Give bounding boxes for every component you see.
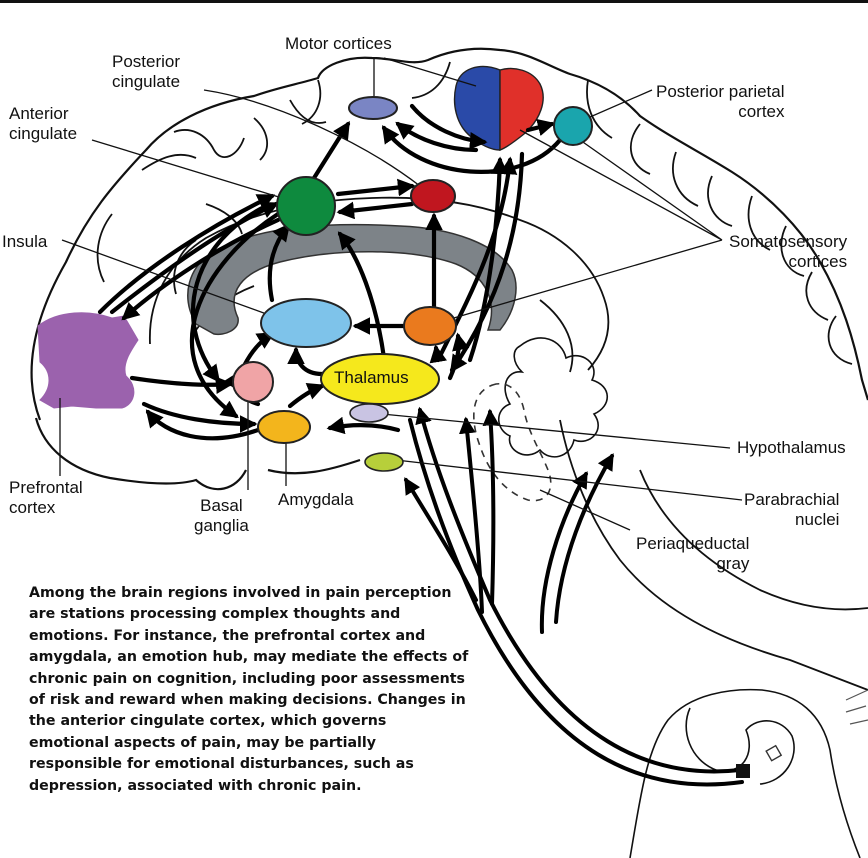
label-amygdala: Amygdala <box>278 490 354 510</box>
label-basal-ganglia: Basal ganglia <box>194 496 249 536</box>
hypothalamus-node[interactable] <box>350 404 388 422</box>
leader-hypothalamus <box>382 414 730 448</box>
posterior-parietal-cortex-node[interactable] <box>554 107 592 145</box>
label-somatosensory-cortices: Somatosensory cortices <box>729 232 847 272</box>
tract-to-pag-2 <box>490 412 493 604</box>
label-posterior-parietal-cortex: Posterior parietal cortex <box>656 82 785 122</box>
label-motor-cortices: Motor cortices <box>285 34 392 54</box>
parabrachial-nuclei-node[interactable] <box>365 453 403 471</box>
dorsal-horn-marker-open <box>766 746 781 761</box>
arrow-amygdala-to-thalamus <box>290 386 322 406</box>
insula-node[interactable] <box>261 299 351 347</box>
arrow-thal-to-soma <box>436 348 438 360</box>
periaqueductal-gray-region <box>474 384 551 501</box>
label-parabrachial-nuclei: Parabrachial nuclei <box>744 490 839 530</box>
arrow-pfc-to-amygdala <box>144 404 254 424</box>
prefrontal-cortex-region <box>38 313 138 408</box>
label-anterior-cingulate: Anterior cingulate <box>9 104 77 144</box>
dorsal-horn-marker <box>736 764 750 778</box>
label-periaqueductal-gray: Periaqueductal gray <box>636 534 749 574</box>
top-border <box>0 0 868 3</box>
motor-cortices-node[interactable] <box>349 97 397 119</box>
arrow-pcc-to-acc <box>340 204 412 212</box>
leader-periaqueductal <box>540 490 630 530</box>
label-prefrontal-cortex: Prefrontal cortex <box>9 478 83 518</box>
basal-ganglia-node[interactable] <box>233 362 273 402</box>
arrow-acc-to-pcc <box>338 186 412 194</box>
caption-text: Among the brain regions involved in pain… <box>29 583 469 797</box>
amygdala-node[interactable] <box>258 411 310 443</box>
anterior-cingulate-node[interactable] <box>277 177 335 235</box>
cerebellum-outline <box>499 338 608 457</box>
label-posterior-cingulate: Posterior cingulate <box>112 52 180 92</box>
leader-anterior-cingulate <box>92 140 282 198</box>
posterior-cingulate-node[interactable] <box>411 180 455 212</box>
arrow-hypo-to-amygdala <box>330 425 398 430</box>
spinal-cord-fibers <box>846 690 868 724</box>
arrow-bg-to-insula <box>244 334 272 366</box>
label-thalamus: Thalamus <box>334 368 409 388</box>
label-insula: Insula <box>2 232 47 252</box>
arrow-thal-to-insula <box>296 350 322 374</box>
somatosensory-node[interactable] <box>404 307 456 345</box>
somatosensory-cortex-strip <box>500 69 543 150</box>
tract-to-brainstem-1 <box>542 474 586 632</box>
label-hypothalamus: Hypothalamus <box>737 438 846 458</box>
leader-somatosensory <box>440 130 722 322</box>
